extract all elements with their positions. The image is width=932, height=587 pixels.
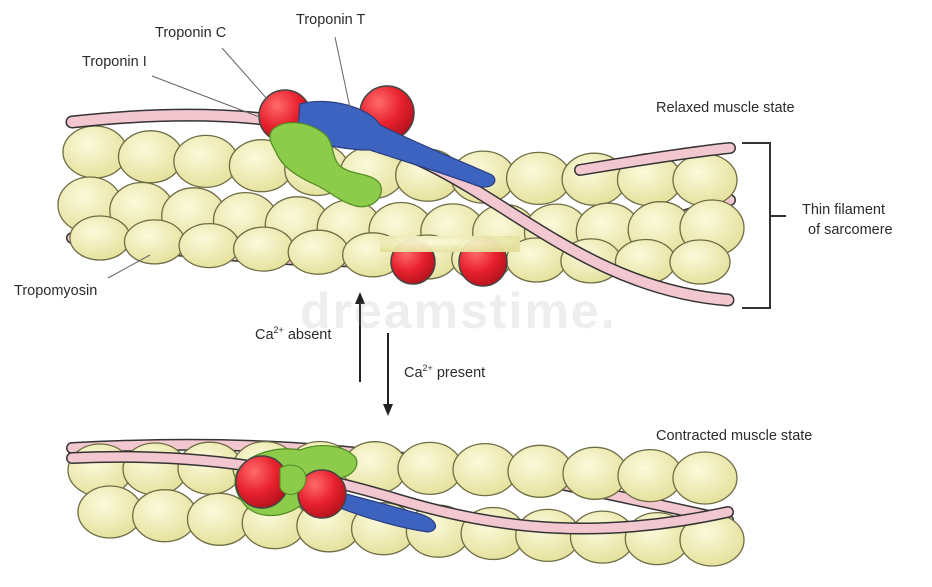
actin-bead [673,154,737,206]
actin-bead [507,152,571,204]
actin-bead [670,240,730,284]
thin-filament-label-line2: of sarcomere [808,222,893,239]
ca-present-label: Ca2+ present [404,360,485,382]
actin-bead [563,447,627,499]
actin-bead [119,131,183,183]
actin-bead [133,490,197,542]
ca-charge: 2+ [423,363,433,373]
troponin-c-label: Troponin C [155,25,226,42]
contracted-state-label: Contracted muscle state [656,428,812,445]
ca-absent-label: Ca2+ absent [255,322,331,344]
relaxed-state-label: Relaxed muscle state [656,100,795,117]
actin-bead [125,220,185,264]
ca-absent-text: absent [288,327,332,343]
ca-symbol: Ca [404,365,423,381]
thin-filament-label-line1: Thin filament [802,202,885,219]
actin-bead [508,445,572,497]
thin-filament-bracket [742,143,770,308]
actin-bead [70,216,130,260]
actin-bead [63,126,127,178]
actin-bead [288,230,348,274]
actin-bead [453,444,517,496]
contracted-thin-filament [68,442,744,567]
actin-bead [673,452,737,504]
ca-symbol: Ca [255,327,274,343]
watermark-text: dreamstime. [300,282,617,340]
actin-bead [179,224,239,268]
actin-bead [234,227,294,271]
ca-present-text: present [437,365,485,381]
actin-bead [174,135,238,187]
troponin-t-label: Troponin T [296,12,365,29]
actin-bead [618,450,682,502]
relaxed-thin-filament [58,37,786,308]
troponin-i-label: Troponin I [82,54,147,71]
tropomyosin-label: Tropomyosin [14,283,97,300]
ca-charge: 2+ [274,325,284,335]
